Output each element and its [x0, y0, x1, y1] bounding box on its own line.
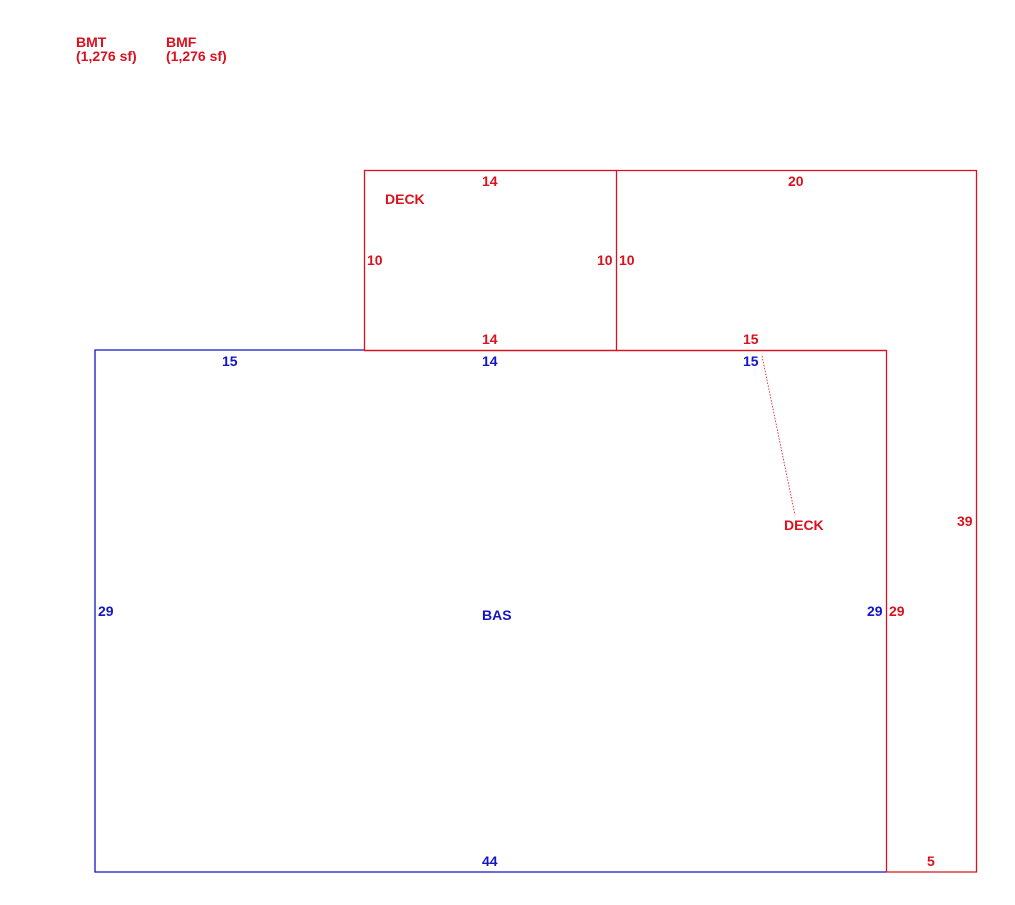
bas-label: BAS: [482, 607, 512, 623]
deck1-top-dimension: 14: [482, 173, 498, 189]
deck2-left-dimension: 10: [619, 252, 635, 268]
deck-small-label: DECK: [385, 191, 425, 207]
legend-bmt-code: BMT: [76, 34, 107, 50]
deck1-left-dimension: 10: [367, 252, 383, 268]
legend-bmf-area: (1,276 sf): [166, 48, 227, 64]
deck2-right-dimension: 39: [957, 513, 973, 529]
bas-outline: [94, 349, 886, 873]
deck2-bottom-dimension: 15: [743, 331, 759, 347]
bas-left-dimension: 29: [98, 603, 114, 619]
legend-bmt-area: (1,276 sf): [76, 48, 137, 64]
deck-large-label: DECK: [784, 517, 824, 533]
deck2-bottom-right-dimension: 5: [927, 853, 935, 869]
deck1-bottom-dimension: 14: [482, 331, 498, 347]
deck-leader-line: [761, 355, 796, 516]
legend-bmf: BMF (1,276 sf): [166, 35, 227, 63]
legend-bmt: BMT (1,276 sf): [76, 35, 137, 63]
bas-right-dimension: 29: [867, 603, 883, 619]
deck2-inner-right-dimension: 29: [889, 603, 905, 619]
bas-top-mid-dimension: 14: [482, 353, 498, 369]
bas-bottom-dimension: 44: [482, 853, 498, 869]
deck2-top-dimension: 20: [788, 173, 804, 189]
bas-top-left-dimension: 15: [222, 353, 238, 369]
legend-bmf-code: BMF: [166, 34, 197, 50]
bas-top-right-dimension: 15: [743, 353, 759, 369]
deck1-right-dimension: 10: [597, 252, 613, 268]
